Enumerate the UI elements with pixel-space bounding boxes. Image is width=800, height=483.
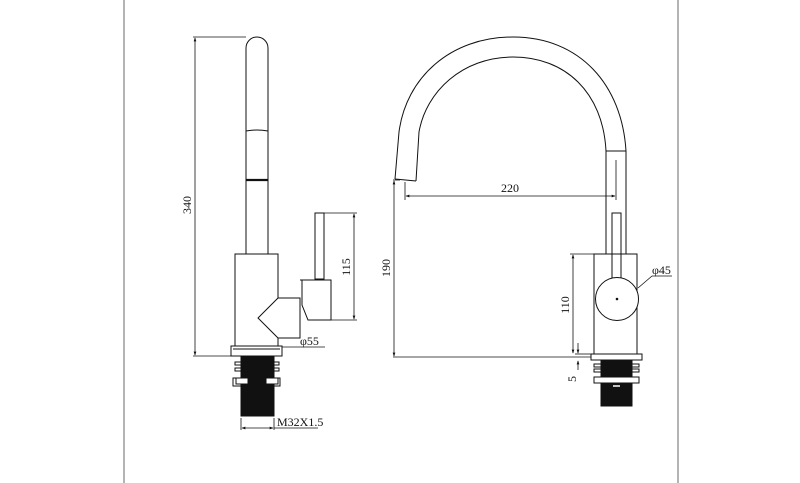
faucet-body: [234, 253, 279, 347]
dim-spout-height: 190: [379, 259, 393, 277]
side-view: [193, 36, 357, 430]
base-plate: [230, 345, 283, 357]
frame-line-right: [677, 0, 679, 483]
tube-joint-line: [245, 129, 269, 132]
dim-thread: M32X1.5: [277, 415, 323, 429]
dim-base-thickness: 5: [565, 376, 579, 382]
dim-spout-reach: 220: [501, 181, 519, 195]
handle-wedge: [278, 297, 301, 339]
dim-handle-height: 115: [339, 258, 353, 276]
front-lever: [611, 212, 622, 280]
dim-overall-height: 340: [180, 196, 194, 214]
dim-base-diameter: φ55: [300, 334, 319, 348]
dim-handle-diameter: φ45: [652, 263, 671, 277]
frame-line-left: [123, 0, 125, 483]
arched-spout: [394, 36, 627, 180]
spout-tube: [245, 36, 269, 254]
threaded-stem: [240, 355, 275, 417]
handle-block: [301, 279, 332, 321]
handle-lever: [314, 212, 325, 280]
dim-body-height: 110: [558, 296, 572, 314]
front-view: [392, 36, 672, 407]
